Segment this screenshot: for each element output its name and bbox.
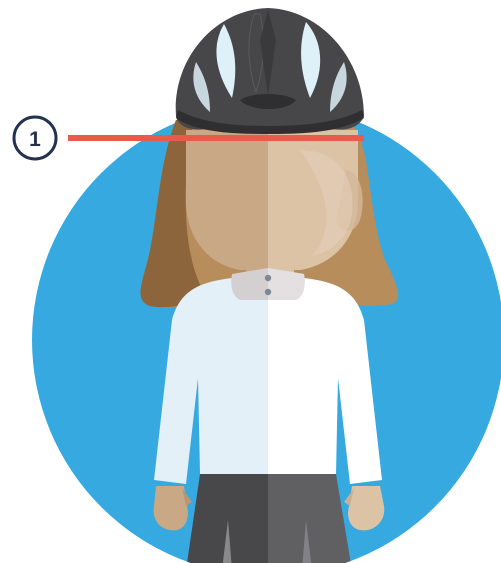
hand-left xyxy=(154,486,188,530)
bike-helmet xyxy=(176,8,364,134)
shirt-button-bottom xyxy=(265,289,271,295)
marker-number: 1 xyxy=(29,128,41,151)
figure-person xyxy=(140,8,398,563)
numbered-circle-marker: 1 xyxy=(14,117,56,159)
shirt-button-top xyxy=(265,275,271,281)
hand-right xyxy=(348,486,384,530)
